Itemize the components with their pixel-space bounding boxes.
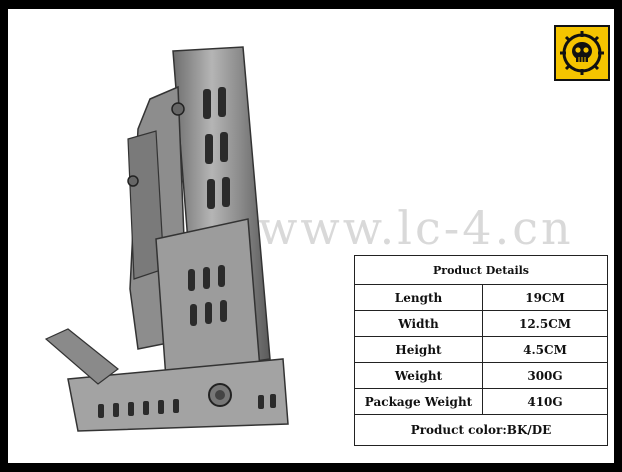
spec-label: Package Weight: [354, 388, 483, 415]
product-details-table: Product Details Length 19CM Width 12.5CM…: [354, 255, 608, 446]
table-row: Weight 300G: [354, 362, 608, 389]
spec-label: Weight: [354, 362, 483, 389]
spec-value: 19CM: [482, 284, 608, 311]
buttstock-photo: [44, 46, 289, 432]
jolly-roger-logo: [554, 25, 610, 81]
spec-label: Width: [354, 310, 483, 337]
table-title: Product Details: [354, 255, 608, 285]
spec-value: 410G: [482, 388, 608, 415]
product-color: Product color:BK/DE: [354, 414, 608, 446]
watermark-text: www.lc-4.cn: [258, 201, 574, 255]
table-row: Length 19CM: [354, 284, 608, 311]
spec-label: Length: [354, 284, 483, 311]
spec-value: 12.5CM: [482, 310, 608, 337]
spec-value: 300G: [482, 362, 608, 389]
spec-label: Height: [354, 336, 483, 363]
spec-value: 4.5CM: [482, 336, 608, 363]
table-row: Width 12.5CM: [354, 310, 608, 337]
table-row: Package Weight 410G: [354, 388, 608, 415]
table-row: Height 4.5CM: [354, 336, 608, 363]
skull-logo-icon: [560, 31, 604, 75]
product-image-frame: www.lc-4.cn: [8, 9, 614, 463]
